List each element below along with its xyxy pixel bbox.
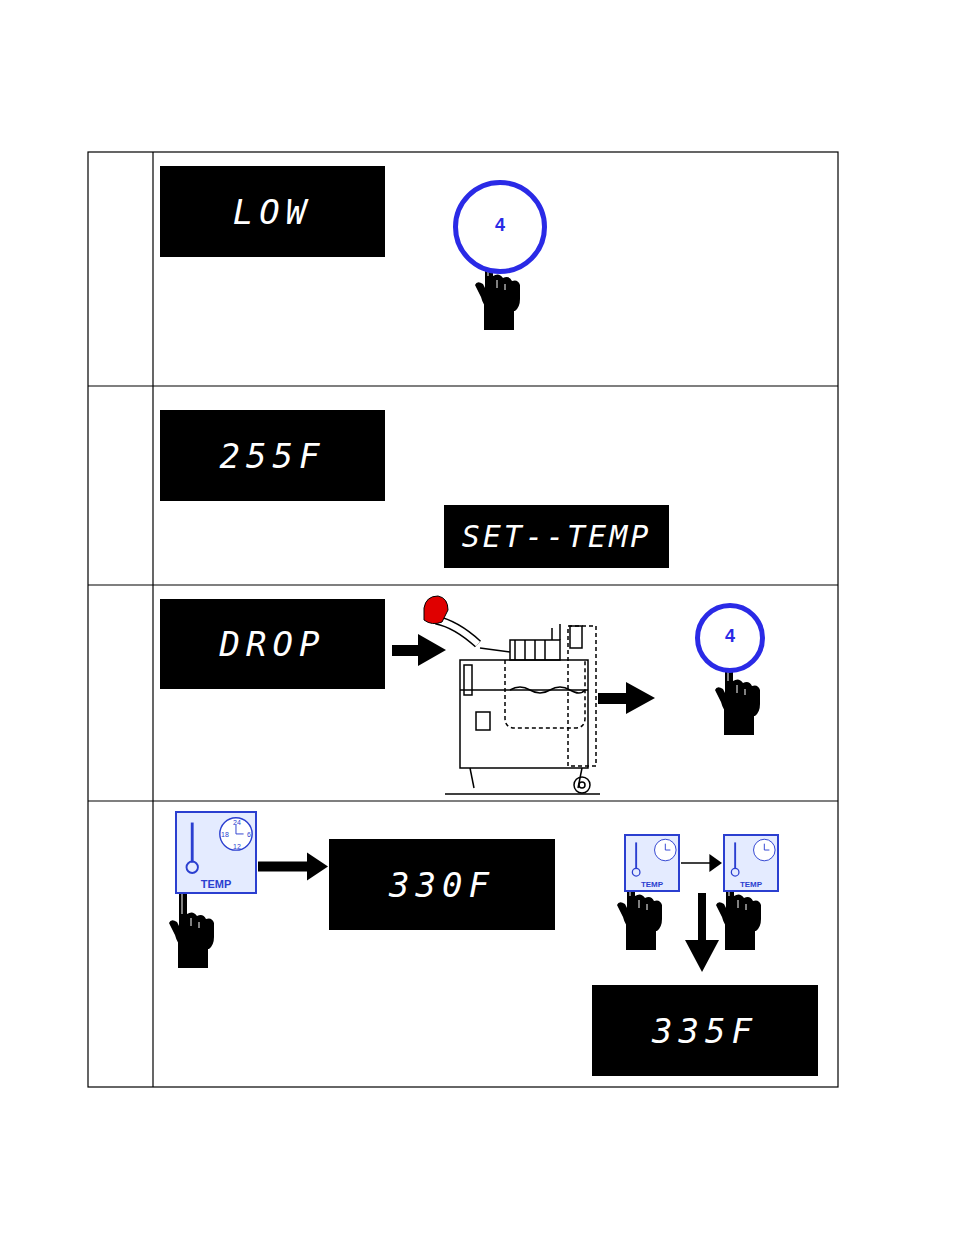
node-text: 255F [220,436,326,476]
node-text: LOW [233,192,312,232]
node-text: TEMP [740,880,762,889]
hand-icon [169,887,214,969]
node-text: 335F [652,1011,758,1051]
clock-number: 12 [233,843,241,850]
flow-arrow [258,853,328,881]
temp-button: TEMP [723,834,779,892]
product-button: 4 [453,180,547,274]
temp-button: TEMP [624,834,680,892]
product-button: 4 [695,603,765,673]
temp-button: TEMP [175,811,257,894]
flow-arrow [681,854,722,872]
clock-number: 6 [247,831,251,838]
lcd-display: LOW [160,166,385,257]
clock-number: 24 [233,819,241,826]
node-text: 330F [389,865,495,905]
lcd-display: SET--TEMP [444,505,669,568]
clock-number: 18 [221,831,229,838]
node-text: TEMP [201,878,232,890]
fryer-illustration [436,620,600,794]
node-text: SET--TEMP [462,519,652,554]
table-grid [88,152,838,1087]
red-sleeve [424,596,448,624]
node-text: TEMP [641,880,663,889]
lcd-display: 255F [160,410,385,501]
lcd-display: 335F [592,985,818,1076]
lcd-display: DROP [160,599,385,689]
node-text: 4 [725,626,735,647]
node-text: 4 [495,215,505,236]
lcd-display: 330F [329,839,555,930]
node-text: DROP [220,624,326,664]
